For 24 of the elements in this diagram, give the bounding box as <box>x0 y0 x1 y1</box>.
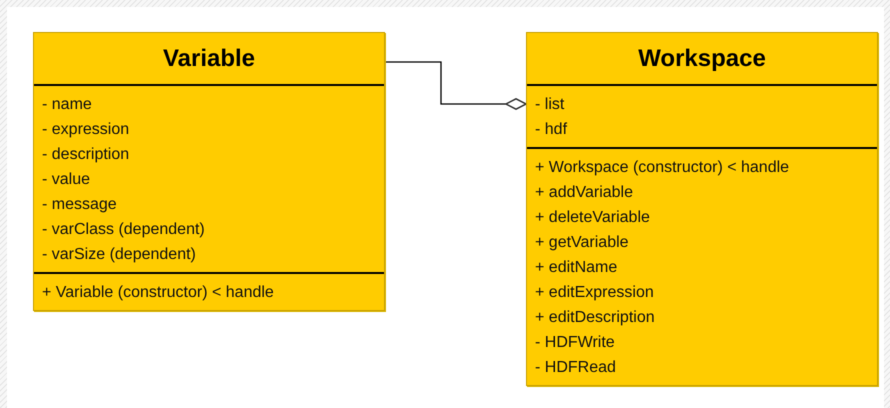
member-text: - message <box>42 195 117 215</box>
member-text: - HDFWrite <box>535 333 615 353</box>
member-text: - list <box>535 95 564 115</box>
member-text: - description <box>42 145 130 165</box>
member-text: - value <box>42 170 90 190</box>
member-text: + deleteVariable <box>535 208 650 228</box>
class-box <box>33 32 385 311</box>
member-text: + Workspace (constructor) < handle <box>535 158 790 178</box>
class-name: Workspace <box>637 44 767 74</box>
member-text: + editDescription <box>535 308 655 328</box>
member-text: - varClass (dependent) <box>42 220 205 240</box>
member-text: + editExpression <box>535 283 654 303</box>
member-text: + editName <box>535 258 618 278</box>
member-text: - expression <box>42 120 130 140</box>
class-box <box>526 32 878 386</box>
member-text: - varSize (dependent) <box>42 245 196 265</box>
member-text: - name <box>42 95 92 115</box>
aggregation-connector <box>385 61 527 110</box>
member-text: + getVariable <box>535 233 629 253</box>
member-text: - HDFRead <box>535 358 616 378</box>
member-text: + addVariable <box>535 183 633 203</box>
member-text: - hdf <box>535 120 568 140</box>
class-name: Variable <box>162 44 256 74</box>
member-text: + Variable (constructor) < handle <box>42 283 274 303</box>
